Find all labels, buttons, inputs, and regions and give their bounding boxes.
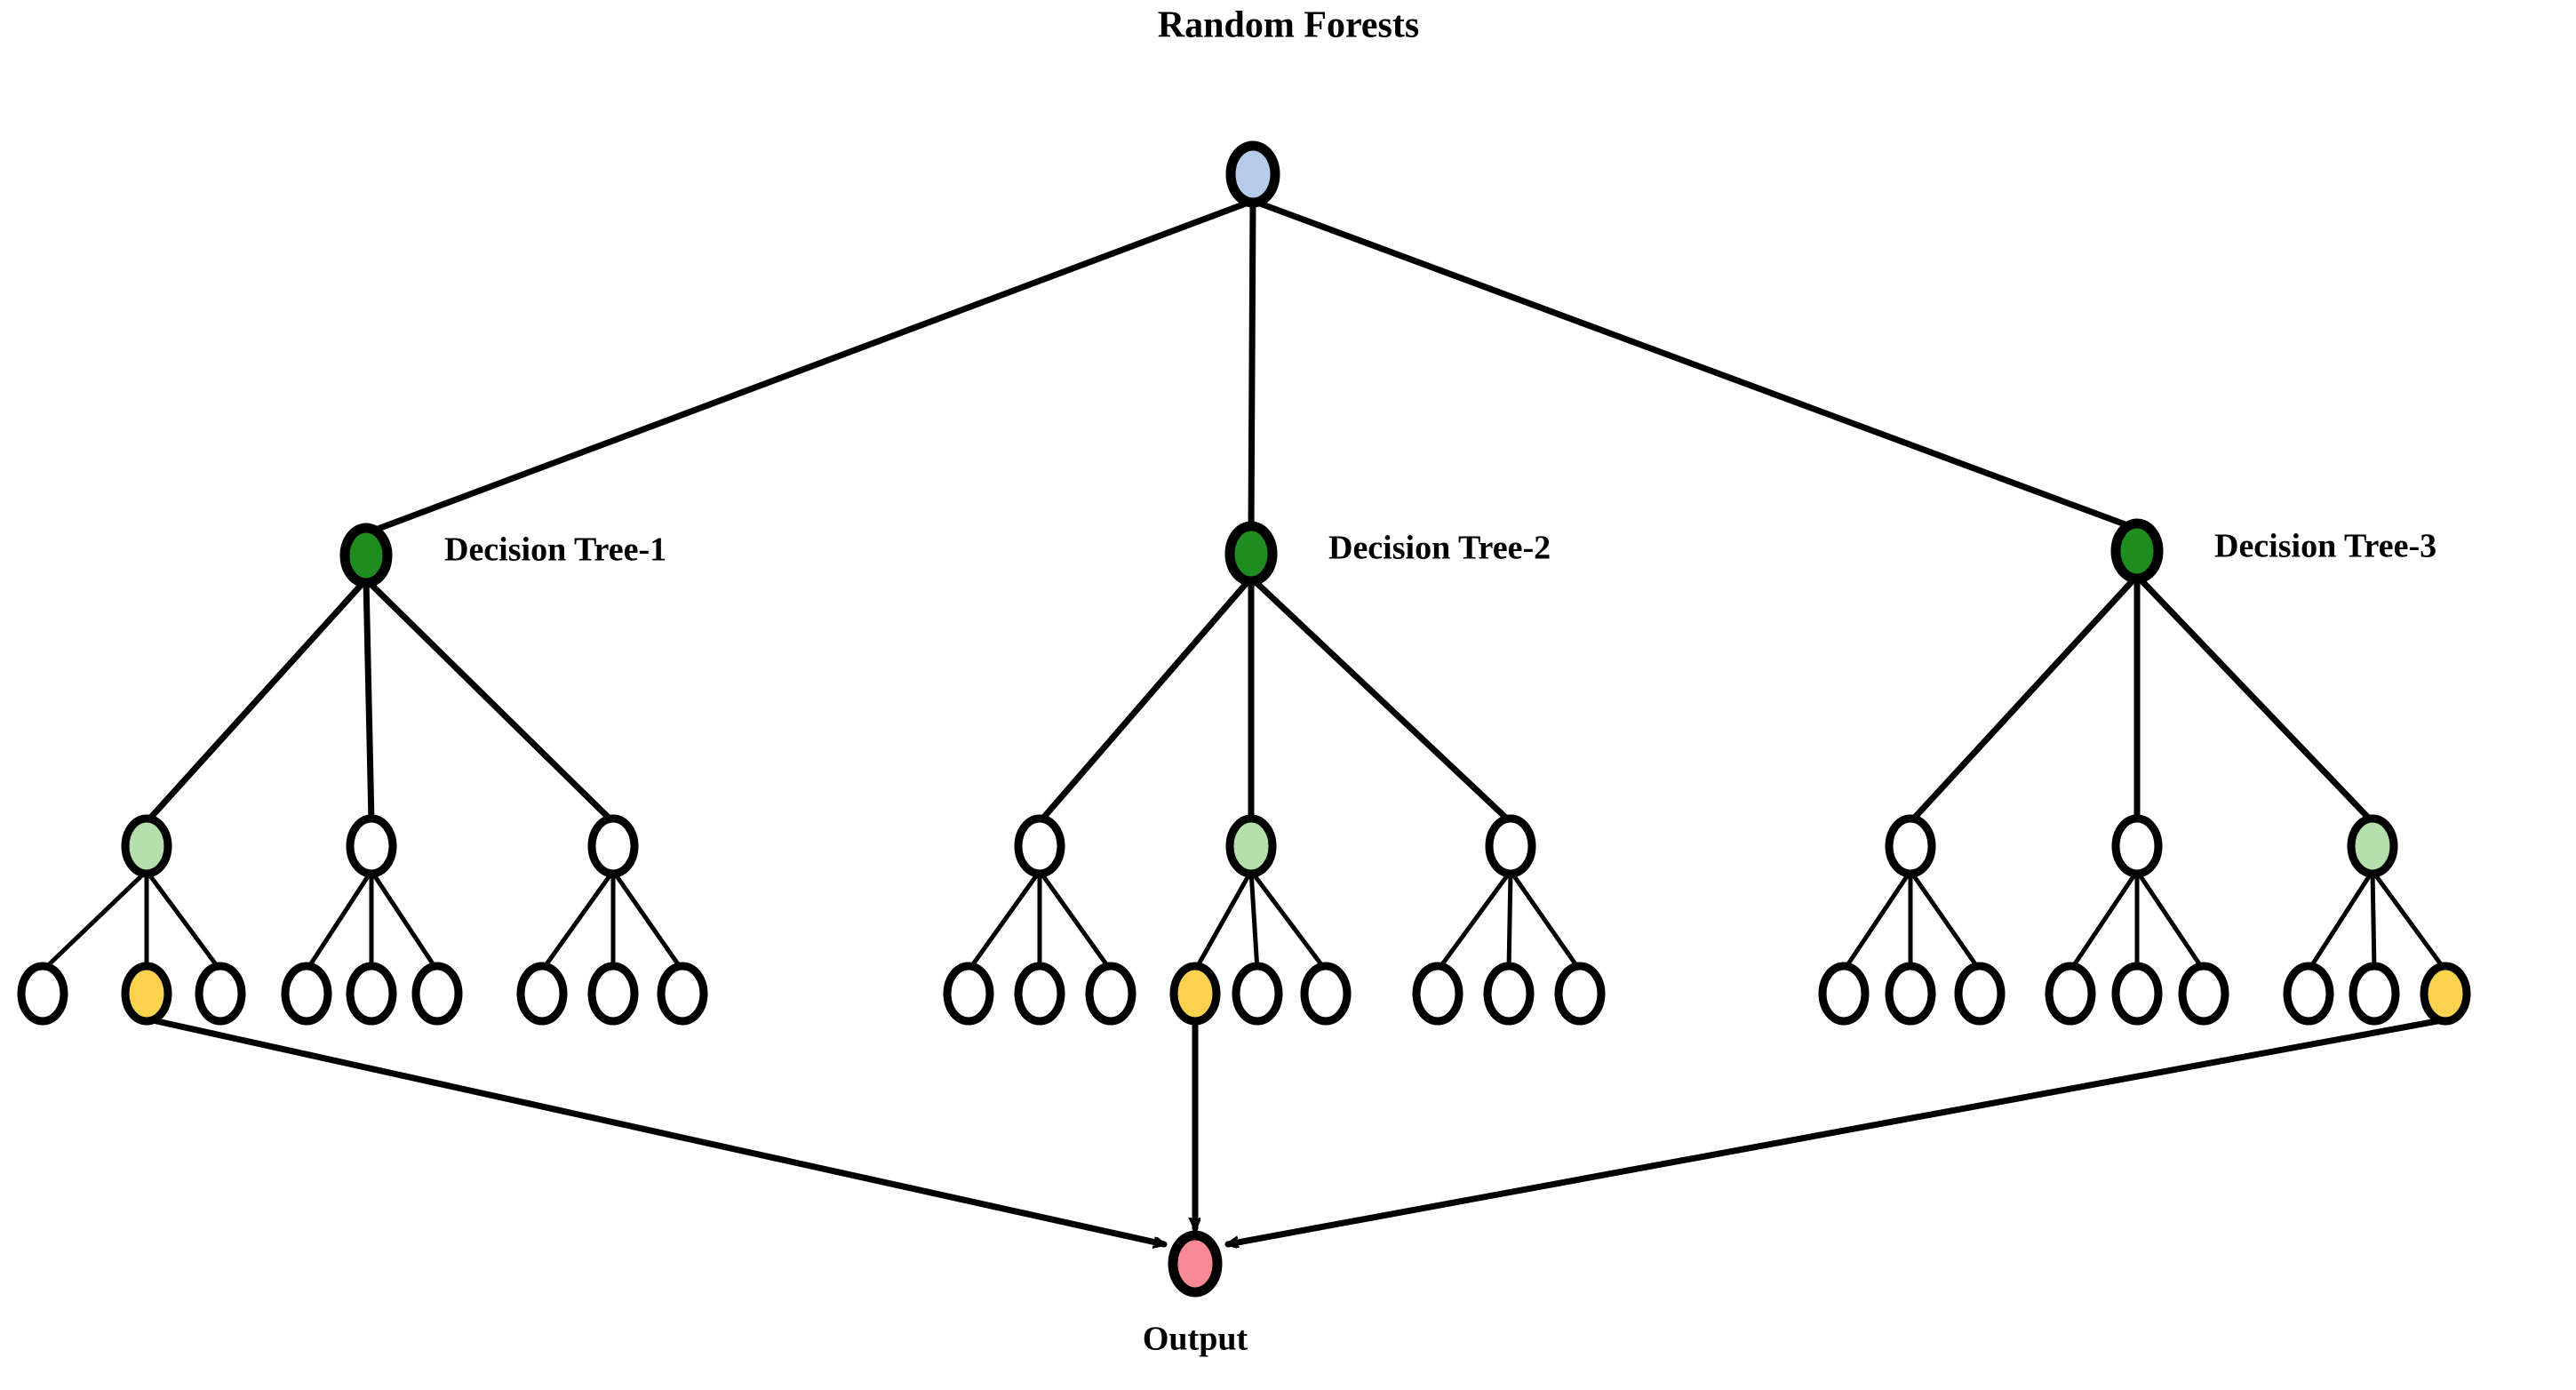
edge-t1-n1-c <box>369 868 440 973</box>
edge-root-tree3 <box>1249 197 2141 532</box>
tree2-leaf-node[interactable] <box>943 962 994 1026</box>
edge-t1-r-l0 <box>143 576 370 826</box>
edge-t1-r-l2 <box>363 576 617 826</box>
tree2-leaf-node[interactable] <box>1085 962 1136 1026</box>
edge-t3-n2-b <box>2370 868 2377 973</box>
tree2-root-node[interactable] <box>1224 521 1278 587</box>
tree-1-label: Decision Tree-1 <box>444 531 666 569</box>
decision-tree-3: Decision Tree-3 <box>1818 518 2471 1026</box>
tree1-leaf-node[interactable] <box>17 962 68 1026</box>
tree3-leaf-node[interactable] <box>1885 962 1936 1026</box>
tree-2-label: Decision Tree-2 <box>1328 530 1551 567</box>
tree3-leaf-node[interactable] <box>1818 962 1870 1026</box>
aggregation-edges <box>149 1017 2445 1244</box>
edge-t1-n0-c <box>144 868 223 973</box>
edge-t3-n1-c <box>2134 868 2206 973</box>
edge-tree3-to-output <box>1224 1017 2445 1244</box>
edge-t2-n2-a <box>1435 868 1513 973</box>
decision-tree-1: Decision Tree-1 <box>17 523 708 1026</box>
tree1-leaf-node[interactable] <box>281 962 332 1026</box>
edge-t3-n2-c <box>2370 868 2448 973</box>
tree2-leaf-node-prediction[interactable] <box>1169 962 1221 1026</box>
tree1-leaf-node[interactable] <box>516 962 568 1026</box>
edge-t3-n0-c <box>1908 868 1982 973</box>
tree3-leaf-node[interactable] <box>1954 962 2006 1026</box>
edge-t2-r-l0 <box>1036 574 1255 826</box>
edge-t2-n1-a <box>1192 868 1254 973</box>
edge-t3-r-l2 <box>2133 572 2376 826</box>
edge-t2-n1-c <box>1248 868 1328 973</box>
edge-t3-r-l0 <box>1907 572 2141 826</box>
tree3-leaf-node[interactable] <box>2349 962 2400 1026</box>
tree2-leaf-node[interactable] <box>1014 962 1065 1026</box>
root-to-tree-edges <box>363 197 2141 537</box>
page-title: Random Forests <box>1158 5 1419 46</box>
tree3-leaf-node-prediction[interactable] <box>2420 962 2471 1026</box>
edge-t2-n2-c <box>1508 868 1583 973</box>
tree1-branch-node[interactable] <box>587 814 639 878</box>
tree1-leaf-node[interactable] <box>587 962 639 1026</box>
tree3-branch-node[interactable] <box>2111 814 2163 878</box>
edge-t1-n1-a <box>304 868 374 973</box>
edge-t2-n0-c <box>1037 868 1113 973</box>
output-label: Output <box>1143 1321 1248 1358</box>
tree2-leaf-node[interactable] <box>1232 962 1283 1026</box>
tree1-leaf-node[interactable] <box>195 962 246 1026</box>
edge-root-tree2 <box>1248 197 1256 533</box>
tree3-leaf-node[interactable] <box>2111 962 2163 1026</box>
tree1-leaf-node[interactable] <box>346 962 397 1026</box>
tree2-branch-node[interactable] <box>1014 814 1065 878</box>
edge-t3-n0-a <box>1841 868 1913 973</box>
edge-t1-n2-c <box>610 868 685 973</box>
tree1-leaf-node[interactable] <box>411 962 463 1026</box>
tree3-leaf-node[interactable] <box>2283 962 2334 1026</box>
edge-t3-n1-a <box>2068 868 2140 973</box>
edge-t2-n0-a <box>966 868 1042 973</box>
tree1-branch-node[interactable] <box>346 814 397 878</box>
edge-t1-n0-a <box>40 868 149 973</box>
decision-tree-2: Decision Tree-2 <box>943 521 1606 1026</box>
tree1-leaf-node-prediction[interactable] <box>121 962 172 1026</box>
edge-t2-n1-b <box>1248 868 1260 973</box>
tree2-leaf-node[interactable] <box>1300 962 1352 1026</box>
edge-root-tree1 <box>363 197 1256 537</box>
tree3-root-node[interactable] <box>2110 518 2164 584</box>
tree1-branch-node-highlight[interactable] <box>121 814 172 878</box>
tree2-branch-node-highlight[interactable] <box>1225 814 1277 878</box>
tree-3-label: Decision Tree-3 <box>2214 528 2436 565</box>
tree2-branch-node[interactable] <box>1485 814 1536 878</box>
tree1-leaf-node[interactable] <box>657 962 708 1026</box>
edge-tree1-to-output <box>149 1017 1168 1244</box>
tree3-leaf-node[interactable] <box>2178 962 2229 1026</box>
tree3-leaf-node[interactable] <box>2045 962 2096 1026</box>
tree2-leaf-node[interactable] <box>1554 962 1606 1026</box>
edge-t2-r-l2 <box>1248 574 1514 826</box>
tree2-leaf-node[interactable] <box>1412 962 1463 1026</box>
edge-t1-r-l1 <box>363 576 375 826</box>
output-node[interactable] <box>1168 1230 1223 1298</box>
edge-t3-n2-a <box>2306 868 2375 973</box>
edge-t2-n2-b <box>1506 868 1513 973</box>
edge-t1-n2-a <box>539 868 616 973</box>
tree2-leaf-node[interactable] <box>1483 962 1535 1026</box>
forest-root-node[interactable] <box>1225 140 1280 208</box>
tree1-root-node[interactable] <box>339 523 393 588</box>
tree3-branch-node[interactable] <box>1885 814 1936 878</box>
tree3-branch-node-highlight[interactable] <box>2347 814 2398 878</box>
